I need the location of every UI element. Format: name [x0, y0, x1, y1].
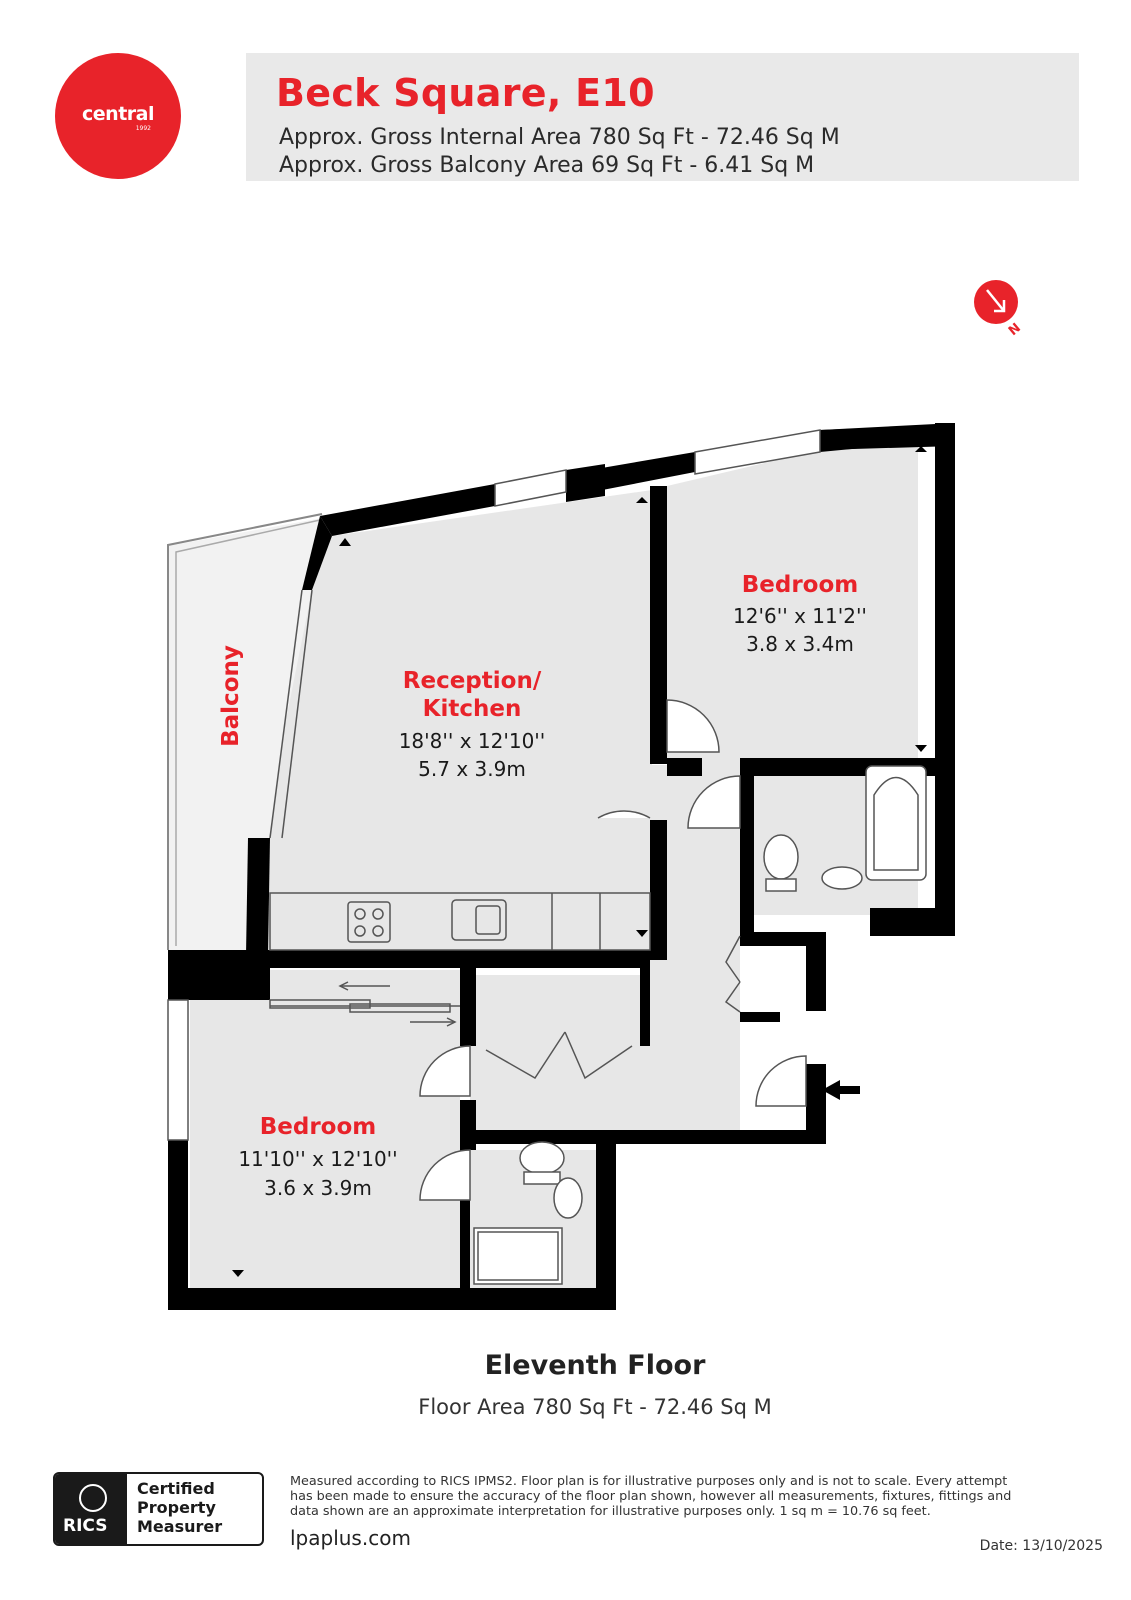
- floor-title: Eleventh Floor: [484, 1350, 706, 1381]
- floor-plan: N: [167, 280, 1024, 1310]
- certified-line1: Certified: [137, 1479, 215, 1498]
- dimension-arrows: [232, 446, 927, 1277]
- rics-wordmark: RICS: [63, 1516, 108, 1536]
- bedroom2-imperial: 11'10'' x 12'10'': [238, 1147, 397, 1171]
- reception-imperial: 18'8'' x 12'10'': [399, 729, 546, 753]
- reception-name-line1: Reception/: [403, 668, 542, 694]
- entrance-arrow-icon: [822, 1080, 860, 1100]
- balcony-name: Balcony: [218, 645, 244, 747]
- balcony-area: [167, 513, 323, 950]
- bedroom2-name: Bedroom: [260, 1114, 377, 1140]
- compass-icon: N: [974, 280, 1024, 339]
- website-link[interactable]: lpaplus.com: [290, 1526, 411, 1550]
- doors: [419, 699, 807, 1201]
- walls: [168, 423, 955, 1310]
- property-title: Beck Square, E10: [276, 71, 655, 115]
- compass-north-label: N: [1006, 321, 1024, 339]
- header-panel: Beck Square, E10 Approx. Gross Internal …: [246, 53, 1079, 181]
- logo-wordmark: central: [82, 103, 154, 125]
- certified-line2: Property: [137, 1498, 216, 1517]
- rics-crest-icon: [79, 1484, 107, 1512]
- reception-metric: 5.7 x 3.9m: [418, 757, 526, 781]
- rics-badge-dark: RICS: [55, 1474, 127, 1544]
- disclaimer: Measured according to RICS IPMS2. Floor …: [290, 1474, 1090, 1519]
- disclaimer-line2: has been made to ensure the accuracy of …: [290, 1489, 1012, 1504]
- balcony-area-text: Approx. Gross Balcony Area 69 Sq Ft - 6.…: [279, 153, 815, 178]
- disclaimer-line3: data shown are an approximate interpreta…: [290, 1504, 931, 1519]
- rics-badge: RICS Certified Property Measurer: [53, 1472, 264, 1546]
- bedroom1-imperial: 12'6'' x 11'2'': [733, 604, 867, 628]
- bedroom1-name: Bedroom: [742, 572, 859, 598]
- bedroom1-metric: 3.8 x 3.4m: [746, 632, 854, 656]
- certified-line3: Measurer: [137, 1517, 223, 1536]
- certified-measurer-text: Certified Property Measurer: [137, 1479, 222, 1536]
- bathroom-fittings: [473, 765, 927, 1285]
- central-logo: central 1992: [55, 53, 181, 179]
- plan-date: Date: 13/10/2025: [979, 1538, 1103, 1554]
- room-floors: [190, 444, 918, 1290]
- wardrobe: [269, 981, 460, 1027]
- bedroom2-metric: 3.6 x 3.9m: [264, 1176, 372, 1200]
- logo-year: 1992: [135, 125, 151, 132]
- kitchen-units: [269, 892, 651, 951]
- internal-area-text: Approx. Gross Internal Area 780 Sq Ft - …: [279, 125, 840, 150]
- floor-area-text: Floor Area 780 Sq Ft - 72.46 Sq M: [418, 1395, 772, 1419]
- reception-name-line2: Kitchen: [423, 696, 522, 722]
- disclaimer-line1: Measured according to RICS IPMS2. Floor …: [290, 1474, 1008, 1489]
- windows: [167, 429, 821, 1141]
